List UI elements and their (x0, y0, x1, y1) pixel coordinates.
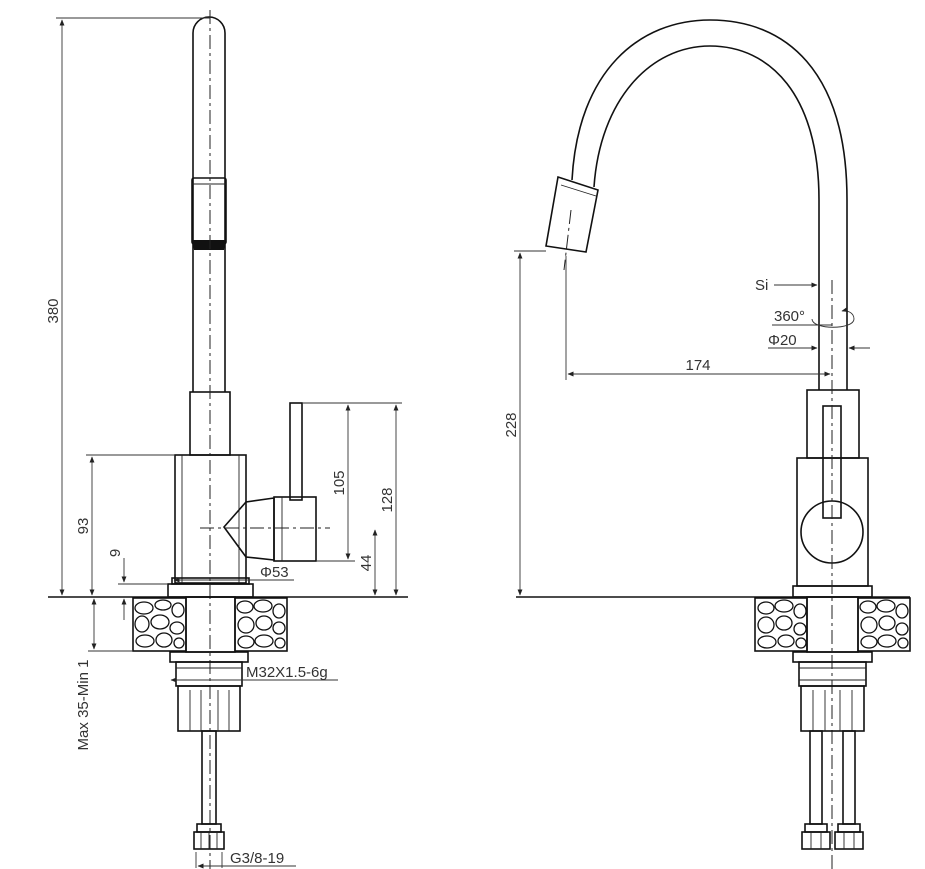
dim-mount-thickness: Max 35-Min 1 (75, 598, 133, 751)
side-countertop (48, 596, 408, 652)
side-mounting (169, 596, 249, 850)
dim-section-mark-label: Si (755, 277, 768, 294)
dim-thread: M32X1.5-6g (170, 664, 338, 683)
side-spout (191, 16, 227, 392)
dim-lever-axis-label: 44 (358, 555, 375, 572)
front-stone-texture-left (757, 599, 807, 649)
front-spout (545, 19, 848, 390)
dim-base-step-label: 9 (107, 549, 124, 557)
dim-body-height: 93 (75, 454, 175, 596)
dim-hose-thread-label: G3/8-19 (230, 850, 284, 867)
dim-rotation: 360° (772, 307, 855, 328)
dim-body-height-label: 93 (75, 518, 92, 535)
dim-hose-thread: G3/8-19 (195, 850, 296, 869)
side-stone-texture-left (134, 599, 185, 649)
dim-rotation-label: 360° (774, 308, 805, 325)
dim-thread-label: M32X1.5-6g (246, 664, 328, 681)
dim-base-diameter-label: Φ53 (260, 564, 289, 581)
front-nozzle-axis (563, 209, 572, 271)
dim-lever-height: 128 (355, 402, 402, 596)
front-countertop (516, 596, 911, 652)
dim-lever-height-label: 128 (379, 487, 396, 512)
dim-section-mark: Si (755, 277, 818, 294)
dim-base-step: 9 (107, 549, 168, 620)
dim-base-diameter: Φ53 (173, 564, 294, 583)
dim-spout-height-label: 228 (503, 412, 520, 437)
side-body (167, 454, 254, 598)
dim-reach-label: 174 (685, 357, 710, 374)
dim-handle-height: 105 (302, 402, 355, 562)
front-mounting (792, 596, 873, 850)
front-stone-texture-right (859, 599, 909, 649)
dim-pipe-diameter-label: Φ20 (768, 332, 797, 349)
dim-spout-height: 228 (503, 250, 546, 596)
side-view: 380 93 9 Max 35-Min 1 105 (45, 10, 408, 869)
front-view: 228 174 Φ20 360° Si (503, 19, 911, 869)
dim-total-height-label: 380 (45, 298, 62, 323)
side-stone-texture-right (236, 599, 286, 649)
dim-total-height: 380 (45, 17, 210, 596)
dim-mount-thickness-label: Max 35-Min 1 (75, 660, 92, 751)
dim-pipe-diameter: Φ20 (768, 332, 870, 351)
dim-reach: 174 (565, 256, 831, 380)
dim-handle-height-label: 105 (331, 470, 348, 495)
dim-lever-axis: 44 (358, 529, 378, 596)
side-lever (222, 402, 317, 562)
